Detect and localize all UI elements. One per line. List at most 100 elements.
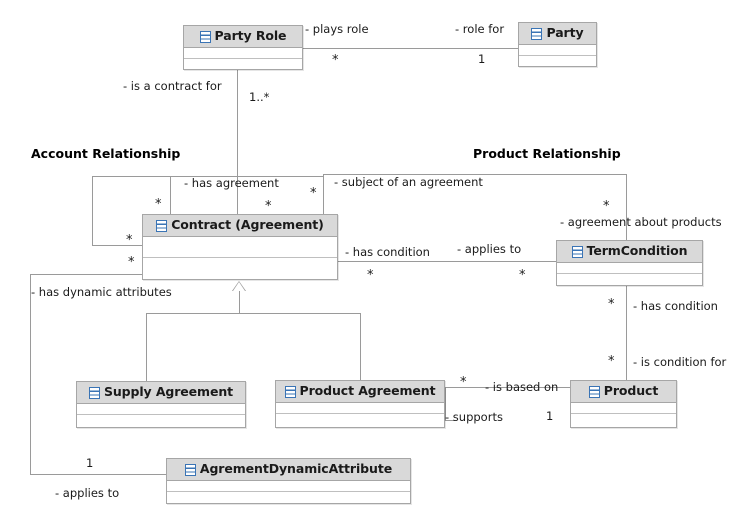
class-box-agrement-dynamic-attribute[interactable]: AgrementDynamicAttribute <box>166 458 411 504</box>
multiplicity-supports: 1 <box>546 409 554 423</box>
class-attributes-compartment <box>184 48 302 59</box>
connector-dynamic-attr-top <box>30 274 143 275</box>
class-header-contract-agreement: Contract (Agreement) <box>143 215 337 237</box>
multiplicity-subject-left: * <box>310 186 317 201</box>
class-attributes-compartment <box>276 403 444 414</box>
connector-dynamic-attr-bottom <box>30 474 166 475</box>
class-attributes-compartment <box>519 45 596 56</box>
connector-subject-left <box>323 174 324 217</box>
class-name-product-agreement: Product Agreement <box>299 383 436 399</box>
connector-subject-top <box>323 174 627 175</box>
class-operations-compartment <box>184 59 302 70</box>
connector-account-rel-top <box>92 176 170 177</box>
connector-account-rel-left <box>92 176 93 245</box>
connector-account-rel-right <box>170 176 171 215</box>
class-attributes-compartment <box>143 237 337 258</box>
multiplicity-plays-role: * <box>332 53 339 68</box>
edge-label-has-dynamic-attributes: - has dynamic attributes <box>31 285 172 299</box>
class-box-supply-agreement[interactable]: Supply Agreement <box>76 381 246 428</box>
multiplicity-has-agreement-left: * <box>128 255 135 270</box>
multiplicity-account-left-upper: * <box>155 197 162 212</box>
connector-generalization-to-product-agreement <box>360 313 361 380</box>
multiplicity-has-agreement-mid: * <box>265 199 272 214</box>
class-header-product: Product <box>571 381 676 403</box>
uml-class-icon <box>156 219 168 232</box>
caption-product-relationship: Product Relationship <box>473 146 621 161</box>
uml-class-icon <box>284 385 296 398</box>
connector-account-rel-bottom <box>92 245 143 246</box>
multiplicity-is-condition-for: * <box>608 354 615 369</box>
edge-label-subject-of-an-agreement: - subject of an agreement <box>334 175 483 189</box>
class-box-product[interactable]: Product <box>570 380 677 428</box>
class-name-party-role: Party Role <box>214 28 287 44</box>
connector-term-condition-trunk-lower <box>626 285 627 381</box>
edge-label-is-based-on: - is based on <box>485 380 559 394</box>
connector-term-condition-trunk-upper <box>626 174 627 242</box>
class-attributes-compartment <box>167 481 410 492</box>
class-header-term-condition: TermCondition <box>557 241 702 263</box>
class-header-product-agreement: Product Agreement <box>276 381 444 403</box>
connector-party-role-to-contract <box>237 68 238 215</box>
connector-supports-vertical <box>445 387 446 420</box>
uml-class-icon <box>88 386 100 399</box>
uml-class-icon <box>184 463 196 476</box>
edge-label-has-agreement: - has agreement <box>184 176 279 190</box>
uml-class-icon <box>588 385 600 398</box>
edge-label-applies-to-top: - applies to <box>457 242 522 256</box>
class-attributes-compartment <box>571 403 676 414</box>
edge-label-is-a-contract-for: - is a contract for <box>123 79 222 93</box>
class-operations-compartment <box>571 414 676 425</box>
connector-contract-to-termcondition <box>337 261 557 262</box>
edge-label-has-condition-right: - has condition <box>633 299 718 313</box>
class-name-party: Party <box>546 25 584 41</box>
class-name-contract-agreement: Contract (Agreement) <box>171 217 324 233</box>
multiplicity-applies-to-bottom: 1 <box>86 456 94 470</box>
uml-class-icon <box>531 27 543 40</box>
connector-generalization-bar <box>146 313 360 314</box>
class-operations-compartment <box>143 258 337 279</box>
uml-class-icon <box>571 245 583 258</box>
multiplicity-has-condition-right: * <box>608 297 615 312</box>
connector-product-agreement-to-product-upper <box>445 387 571 388</box>
generalization-triangle <box>233 282 245 291</box>
connector-product-agreement-to-product-lower <box>445 420 455 421</box>
multiplicity-is-based-on: * <box>460 375 467 390</box>
class-operations-compartment <box>167 492 410 503</box>
class-operations-compartment <box>557 274 702 285</box>
class-box-contract-agreement[interactable]: Contract (Agreement) <box>142 214 338 280</box>
multiplicity-is-a-contract-for: 1..* <box>249 90 270 104</box>
edge-label-agreement-about-products: - agreement about products <box>560 215 722 229</box>
edge-label-has-condition-top: - has condition <box>345 245 430 259</box>
class-box-term-condition[interactable]: TermCondition <box>556 240 703 286</box>
class-name-term-condition: TermCondition <box>586 243 688 259</box>
multiplicity-agreement-about-products: * <box>603 199 610 214</box>
connector-generalization-stem <box>239 290 240 313</box>
class-name-supply-agreement: Supply Agreement <box>103 384 234 400</box>
class-name-product: Product <box>603 383 659 399</box>
caption-account-relationship: Account Relationship <box>31 146 181 161</box>
multiplicity-applies-to-top: * <box>519 268 526 283</box>
class-name-agrement-dynamic-attribute: AgrementDynamicAttribute <box>199 461 393 477</box>
class-attributes-compartment <box>557 263 702 274</box>
edge-label-applies-to-bottom: - applies to <box>55 486 120 500</box>
class-header-party-role: Party Role <box>184 26 302 48</box>
multiplicity-account-left-lower: * <box>126 233 133 248</box>
class-header-supply-agreement: Supply Agreement <box>77 382 245 404</box>
class-box-party[interactable]: Party <box>518 22 597 67</box>
multiplicity-role-for: 1 <box>478 52 486 66</box>
class-header-agrement-dynamic-attribute: AgrementDynamicAttribute <box>167 459 410 481</box>
edge-label-plays-role: - plays role <box>305 22 369 36</box>
edge-label-role-for: - role for <box>455 22 505 36</box>
uml-class-icon <box>199 30 211 43</box>
class-header-party: Party <box>519 23 596 45</box>
connector-generalization-to-supply <box>146 313 147 381</box>
edge-label-supports: - supports <box>445 410 503 424</box>
class-operations-compartment <box>77 415 245 426</box>
connector-dynamic-attr-left <box>30 274 31 474</box>
class-operations-compartment <box>276 414 444 425</box>
class-box-product-agreement[interactable]: Product Agreement <box>275 380 445 428</box>
class-operations-compartment <box>519 56 596 67</box>
class-box-party-role[interactable]: Party Role <box>183 25 303 70</box>
connector-has-agreement-line <box>170 176 323 177</box>
